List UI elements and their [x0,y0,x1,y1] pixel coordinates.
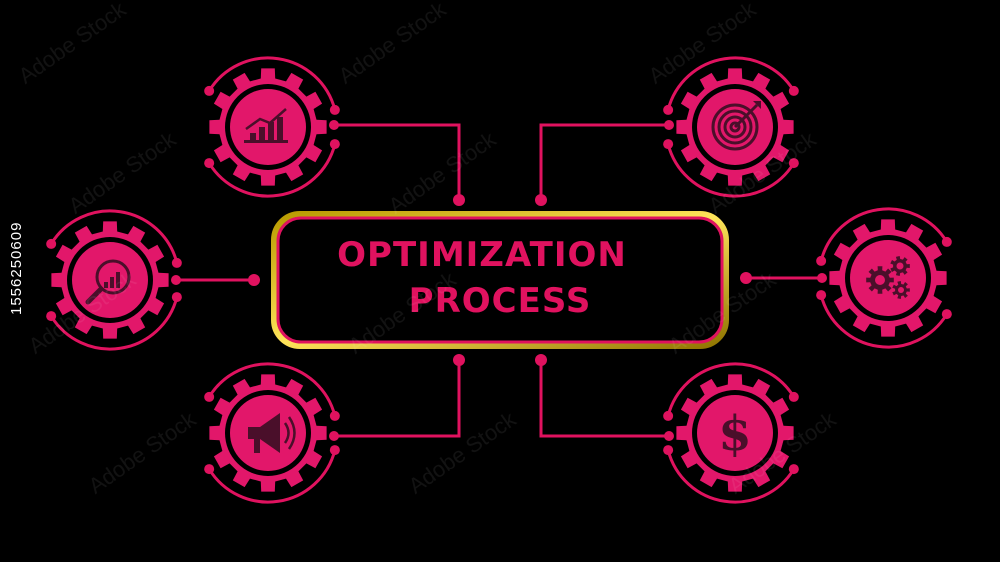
connector-target [535,120,674,206]
gear-node-target [663,56,799,198]
title-line-2: PROCESS [409,281,592,321]
connector-settings [740,272,827,284]
gears-icon [866,256,910,299]
title-box: OPTIMIZATION PROCESS [271,211,729,349]
svg-text:$: $ [718,406,751,462]
connector-analysis [171,274,260,286]
stock-id: 1556250609 [8,221,25,315]
gear-node-analysis [46,209,182,351]
gear-node-growth-chart [204,56,340,198]
dollar-icon: $ [718,406,751,462]
bar-chart-growth-icon [244,108,288,143]
gear-node-marketing [204,362,340,504]
target-icon [711,101,761,151]
connector-marketing [329,354,465,441]
megaphone-icon [248,413,296,453]
gear-node-finance: $ [663,362,799,504]
title-line-1: OPTIMIZATION [337,235,627,275]
magnifier-chart-icon [85,259,131,305]
gear-node-settings [816,207,952,349]
connector-finance [535,354,674,441]
gear-nodes: $ [46,56,952,504]
connector-lines [171,120,827,441]
connector-growth-chart [329,120,465,206]
